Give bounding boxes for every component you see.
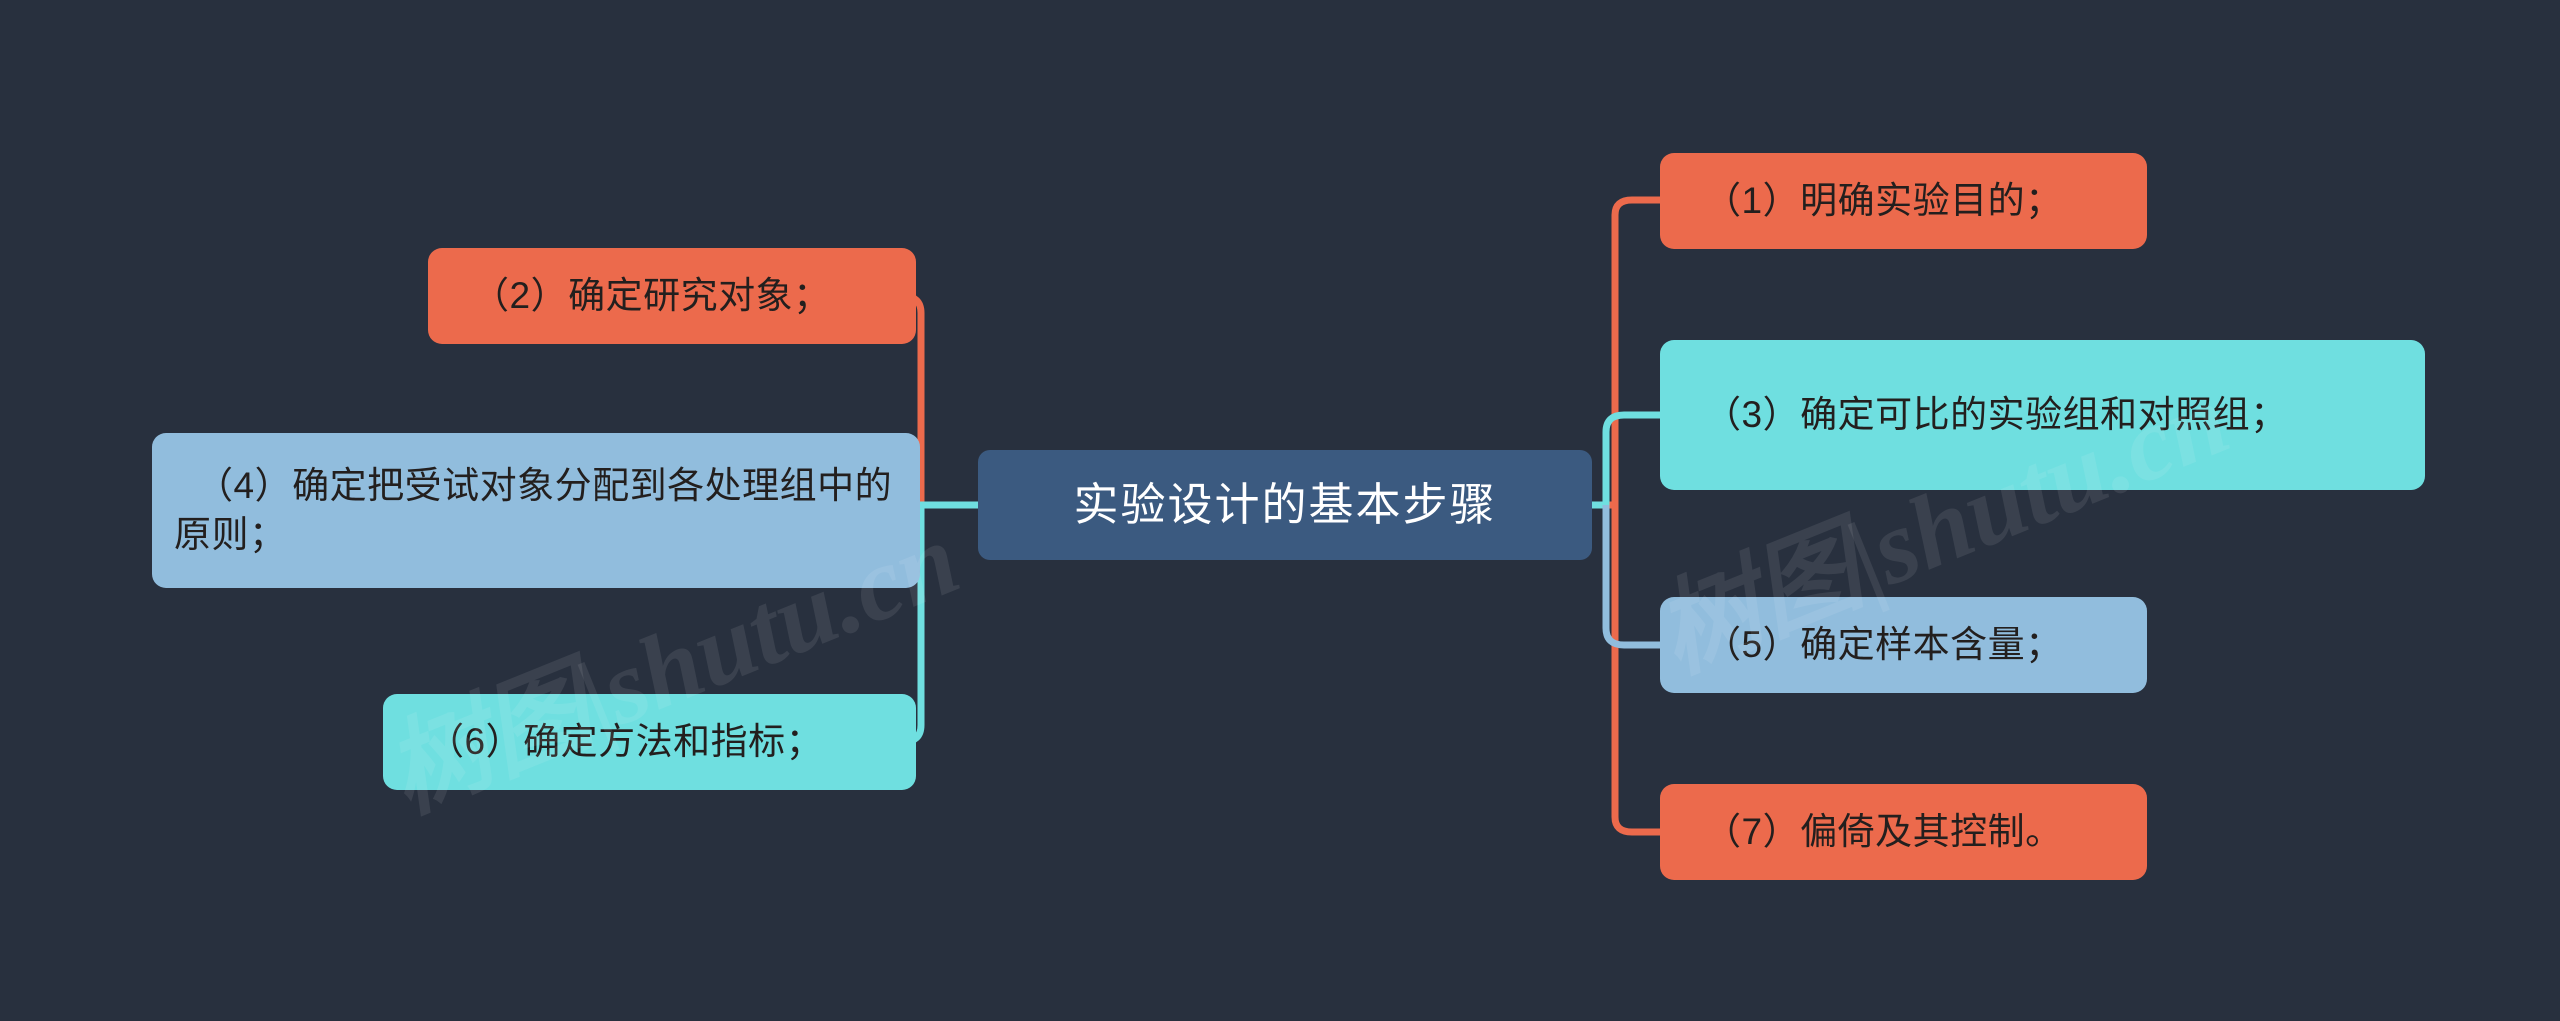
link-root-to-step-7 [1611, 505, 1660, 836]
node-step-6-label: （6）确定方法和指标； [427, 720, 824, 762]
node-step-3[interactable]: （3）确定可比的实验组和对照组； [1660, 340, 2425, 490]
link-root-to-step-1 [1592, 196, 1660, 509]
root-node[interactable]: 实验设计的基本步骤 [978, 450, 1592, 560]
link-root-to-step-5 [1602, 505, 1660, 649]
node-step-6[interactable]: （6）确定方法和指标； [383, 694, 916, 790]
node-step-5[interactable]: （5）确定样本含量； [1660, 597, 2147, 693]
node-step-2-label: （2）确定研究对象； [472, 274, 831, 316]
node-step-4[interactable]: （4）确定把受试对象分配到各处理组中的原则； [152, 433, 920, 588]
node-step-3-label: （3）确定可比的实验组和对照组； [1704, 393, 2288, 435]
node-step-1-label: （1）明确实验目的； [1704, 179, 2063, 221]
node-step-4-label: （4）确定把受试对象分配到各处理组中的原则； [174, 464, 893, 555]
node-step-2[interactable]: （2）确定研究对象； [428, 248, 916, 344]
node-step-7-label: （7）偏倚及其控制。 [1704, 810, 2063, 852]
node-step-1[interactable]: （1）明确实验目的； [1660, 153, 2147, 249]
node-step-7[interactable]: （7）偏倚及其控制。 [1660, 784, 2147, 880]
link-root-to-step-3 [1592, 411, 1660, 509]
root-node-label: 实验设计的基本步骤 [1073, 479, 1497, 531]
node-step-5-label: （5）确定样本含量； [1704, 623, 2063, 665]
